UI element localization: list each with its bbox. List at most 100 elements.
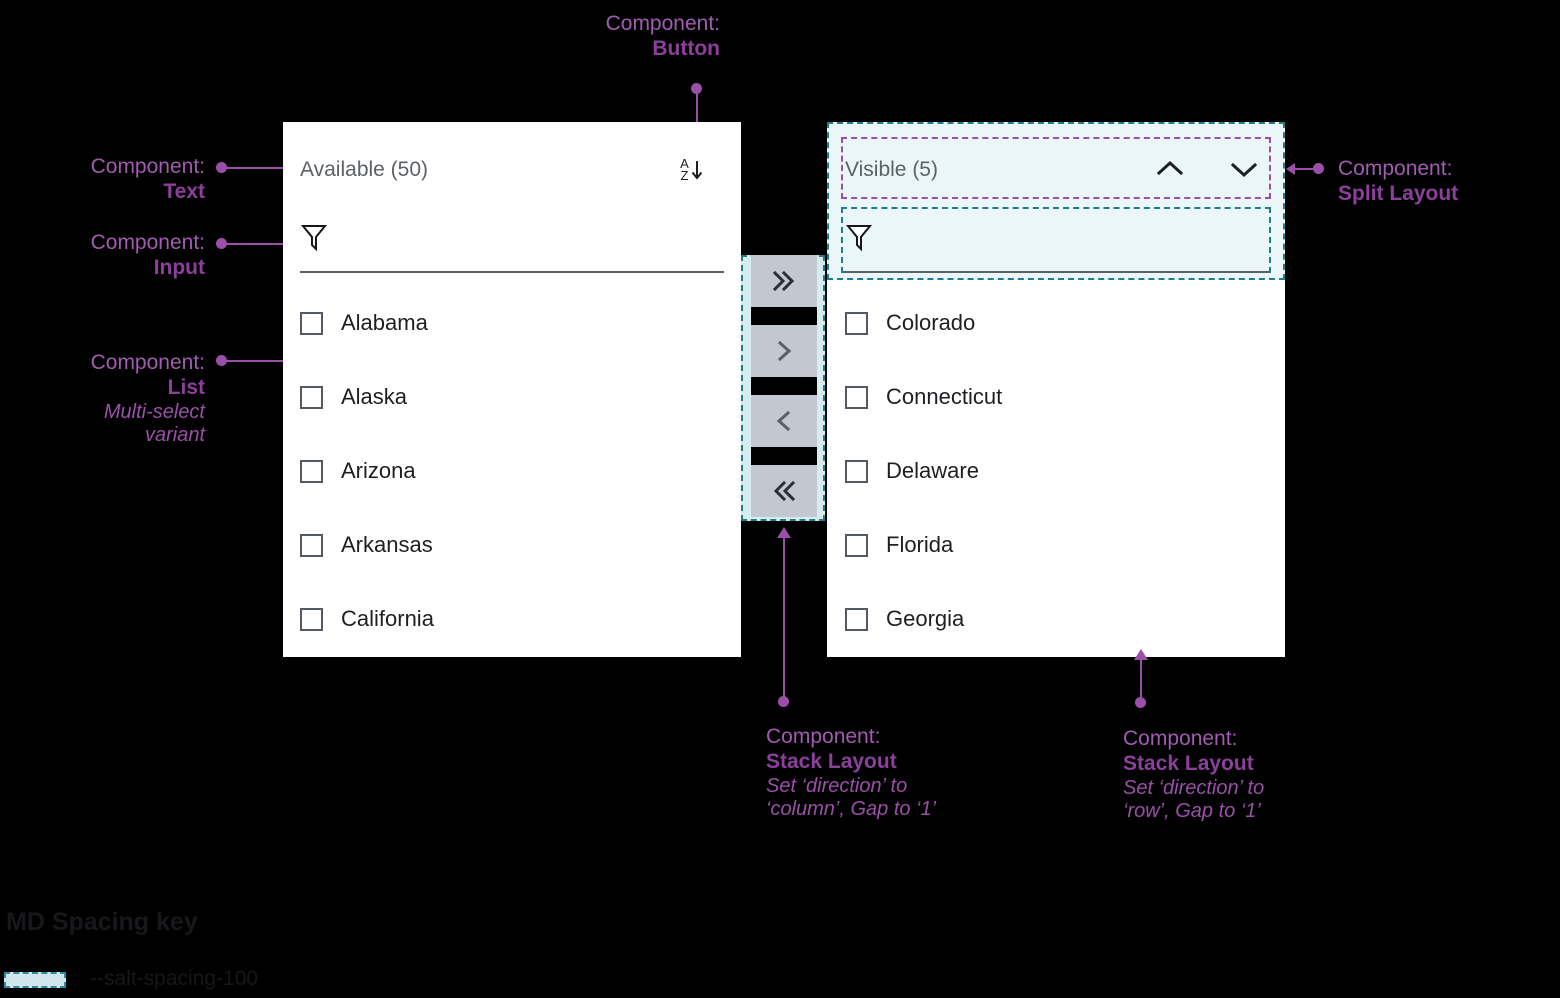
list-item-label: Arizona xyxy=(341,458,416,483)
annotation-stack-row-line xyxy=(1140,659,1142,703)
list-item[interactable]: Arkansas xyxy=(300,525,712,565)
visible-filter-input[interactable] xyxy=(845,222,1257,262)
annotation-split-layout-arrowhead xyxy=(1286,163,1295,175)
annotation-stack-row: Component: Stack Layout Set ‘direction’ … xyxy=(1123,727,1423,824)
list-item-label: Georgia xyxy=(886,606,965,631)
available-panel xyxy=(283,122,741,657)
list-item-label: Arkansas xyxy=(341,532,433,557)
annotation-list-dot xyxy=(216,355,227,366)
move-all-left-button[interactable] xyxy=(751,465,817,517)
annotation-text-dot xyxy=(216,162,227,173)
list-item[interactable]: Arizona xyxy=(300,451,712,491)
list-item[interactable]: Georgia xyxy=(845,599,1257,639)
available-panel-header: Available (50) A Z xyxy=(300,150,712,190)
visible-panel-header: Visible (5) xyxy=(845,150,1265,190)
transfer-button-stack xyxy=(751,255,817,517)
spacing-indicator-split-layout-outer xyxy=(827,122,1285,280)
annotation-stack-column-line xyxy=(783,537,785,702)
move-up-button[interactable] xyxy=(1149,150,1191,190)
chevron-up-icon xyxy=(1155,159,1185,182)
list-item-label: California xyxy=(341,606,434,631)
checkbox-icon[interactable] xyxy=(300,533,323,557)
annotation-button-label: Component: xyxy=(605,12,720,35)
list-item[interactable]: Alabama xyxy=(300,303,712,343)
checkbox-icon[interactable] xyxy=(300,311,323,335)
sort-az-button[interactable]: A Z xyxy=(672,150,712,190)
sort-icon-letter-z: Z xyxy=(680,168,689,183)
list-item[interactable]: Delaware xyxy=(845,451,1257,491)
checkbox-icon[interactable] xyxy=(845,385,868,409)
visible-list: Colorado Connecticut Delaware Florida Ge… xyxy=(845,303,1257,639)
annotation-stack-column: Component: Stack Layout Set ‘direction’ … xyxy=(766,725,1066,822)
checkbox-icon[interactable] xyxy=(300,459,323,483)
stack-gap xyxy=(751,377,817,395)
move-right-button[interactable] xyxy=(751,325,817,377)
visible-panel-title: Visible (5) xyxy=(845,158,938,181)
annotation-text-name: Text xyxy=(163,179,205,203)
spacing-key-token: --salt-spacing-100 xyxy=(90,967,259,990)
annotation-stack-row-label: Component: xyxy=(1123,727,1238,750)
sort-icon-letter-a: A xyxy=(680,156,689,171)
chevron-left-icon xyxy=(772,409,796,433)
annotation-stack-column-label: Component: xyxy=(766,725,881,748)
annotation-list-line xyxy=(224,360,296,362)
list-item-label: Alaska xyxy=(341,384,408,409)
annotation-stack-row-detail-1: Set ‘direction’ to xyxy=(1123,776,1265,799)
annotation-split-layout: Component: Split Layout xyxy=(1338,157,1558,207)
annotation-button-name: Button xyxy=(652,36,720,60)
checkbox-icon[interactable] xyxy=(300,607,323,631)
checkbox-icon[interactable] xyxy=(300,385,323,409)
available-list: Alabama Alaska Arizona Arkansas Californ… xyxy=(300,303,712,639)
visible-filter-underline xyxy=(845,271,1269,273)
annotation-text: Component: Text xyxy=(20,155,205,205)
move-all-right-button[interactable] xyxy=(751,255,817,307)
checkbox-icon[interactable] xyxy=(845,533,868,557)
filter-funnel-icon xyxy=(845,222,873,257)
annotation-stack-row-dot xyxy=(1135,697,1146,708)
annotation-list-detail-2: variant xyxy=(144,424,205,447)
annotation-list: Component: List Multi-select variant xyxy=(20,351,205,448)
chevron-right-icon xyxy=(772,339,796,363)
annotation-text-label: Component: xyxy=(90,155,205,178)
move-left-button[interactable] xyxy=(751,395,817,447)
annotation-stack-column-detail-1: Set ‘direction’ to xyxy=(766,774,908,797)
annotation-list-name: List xyxy=(167,375,205,399)
list-item-label: Connecticut xyxy=(886,384,1003,409)
move-down-button[interactable] xyxy=(1223,150,1265,190)
annotation-list-detail-1: Multi-select xyxy=(103,400,205,423)
annotation-split-layout-label: Component: xyxy=(1338,157,1453,180)
annotation-input: Component: Input xyxy=(20,231,205,281)
double-chevron-left-icon xyxy=(769,479,799,503)
annotation-list-label: Component: xyxy=(90,351,205,374)
list-item[interactable]: Colorado xyxy=(845,303,1257,343)
spacing-key-swatch xyxy=(4,972,66,988)
list-item[interactable]: California xyxy=(300,599,712,639)
chevron-down-icon xyxy=(1229,159,1259,182)
checkbox-icon[interactable] xyxy=(845,311,868,335)
double-chevron-right-icon xyxy=(769,269,799,293)
annotation-button-line xyxy=(696,90,698,138)
annotation-stack-row-arrowhead xyxy=(1134,649,1148,660)
list-item[interactable]: Florida xyxy=(845,525,1257,565)
annotation-split-layout-line xyxy=(1295,168,1317,170)
list-item-label: Colorado xyxy=(886,310,976,335)
annotation-stack-row-detail-2: ‘row’, Gap to ‘1’ xyxy=(1123,800,1261,823)
list-item-label: Florida xyxy=(886,532,954,557)
annotation-stack-column-arrowhead xyxy=(777,527,791,538)
annotation-input-dot xyxy=(216,238,227,249)
list-item-label: Alabama xyxy=(341,310,428,335)
annotation-button: Component: Button xyxy=(480,12,720,62)
split-layout-outline xyxy=(841,137,1271,199)
annotation-input-line xyxy=(224,243,294,245)
checkbox-icon[interactable] xyxy=(845,607,868,631)
available-filter-input[interactable] xyxy=(300,222,712,262)
stack-gap xyxy=(751,447,817,465)
list-item[interactable]: Alaska xyxy=(300,377,712,417)
annotation-button-dot xyxy=(691,83,702,94)
filter-funnel-icon xyxy=(300,222,328,257)
list-item-label: Delaware xyxy=(886,458,979,483)
annotation-split-layout-dot xyxy=(1313,163,1324,174)
checkbox-icon[interactable] xyxy=(845,459,868,483)
available-panel-title: Available (50) xyxy=(300,158,429,181)
list-item[interactable]: Connecticut xyxy=(845,377,1257,417)
